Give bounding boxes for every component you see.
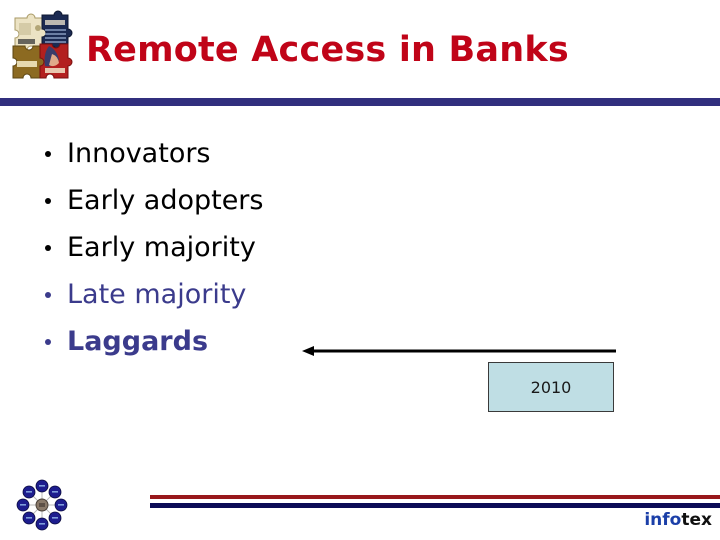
brand-primary: info: [644, 510, 682, 530]
year-callout-box[interactable]: 2010: [488, 362, 614, 412]
puzzle-piece-bottom-right: [39, 43, 73, 79]
list-item-label: Early majority: [67, 232, 256, 263]
brand-secondary: tex: [681, 510, 712, 530]
bullet-dot-icon: [45, 338, 51, 345]
list-item[interactable]: Laggards: [40, 318, 470, 365]
footer-brand: infotex: [644, 508, 712, 532]
list-item[interactable]: Early majority: [40, 224, 470, 271]
bullet-dot-icon: [45, 291, 51, 298]
list-item[interactable]: Innovators: [40, 130, 470, 177]
bullet-dot-icon: [45, 150, 51, 157]
list-item[interactable]: Early adopters: [40, 177, 470, 224]
list-item-label: Innovators: [67, 138, 211, 169]
list-item-label: Late majority: [67, 279, 247, 310]
footer-rule-navy: [150, 503, 720, 508]
page-title: Remote Access in Banks: [86, 30, 569, 70]
year-label: 2010: [530, 377, 572, 397]
bullet-dot-icon: [45, 197, 51, 204]
list-item-label: Early adopters: [67, 185, 264, 216]
adoption-curve-bullet-list: Innovators Early adopters Early majority…: [40, 130, 470, 365]
header-divider-rule: [0, 98, 720, 106]
puzzle-pieces-logo: [9, 6, 73, 82]
list-item[interactable]: Late majority: [40, 271, 470, 318]
left-pointing-arrow: [300, 342, 618, 360]
network-hub-logo: [14, 477, 70, 533]
list-item-label: Laggards: [67, 326, 209, 357]
bullet-dot-icon: [45, 244, 51, 251]
footer-rule-red: [150, 495, 720, 499]
